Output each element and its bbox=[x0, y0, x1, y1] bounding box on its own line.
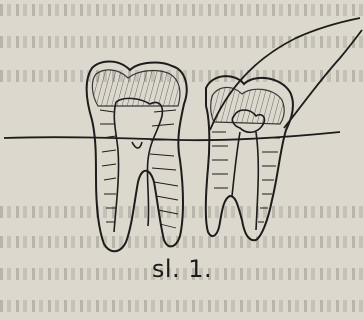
figure-caption: sl. 1. bbox=[0, 255, 364, 283]
first-molar-dentin bbox=[100, 110, 178, 228]
second-molar bbox=[206, 76, 293, 240]
second-molar-pulp bbox=[232, 110, 264, 230]
first-molar-pulp bbox=[114, 98, 162, 232]
first-molar bbox=[87, 62, 187, 252]
first-molar-enamel bbox=[92, 70, 180, 106]
gingival-line bbox=[4, 132, 340, 140]
